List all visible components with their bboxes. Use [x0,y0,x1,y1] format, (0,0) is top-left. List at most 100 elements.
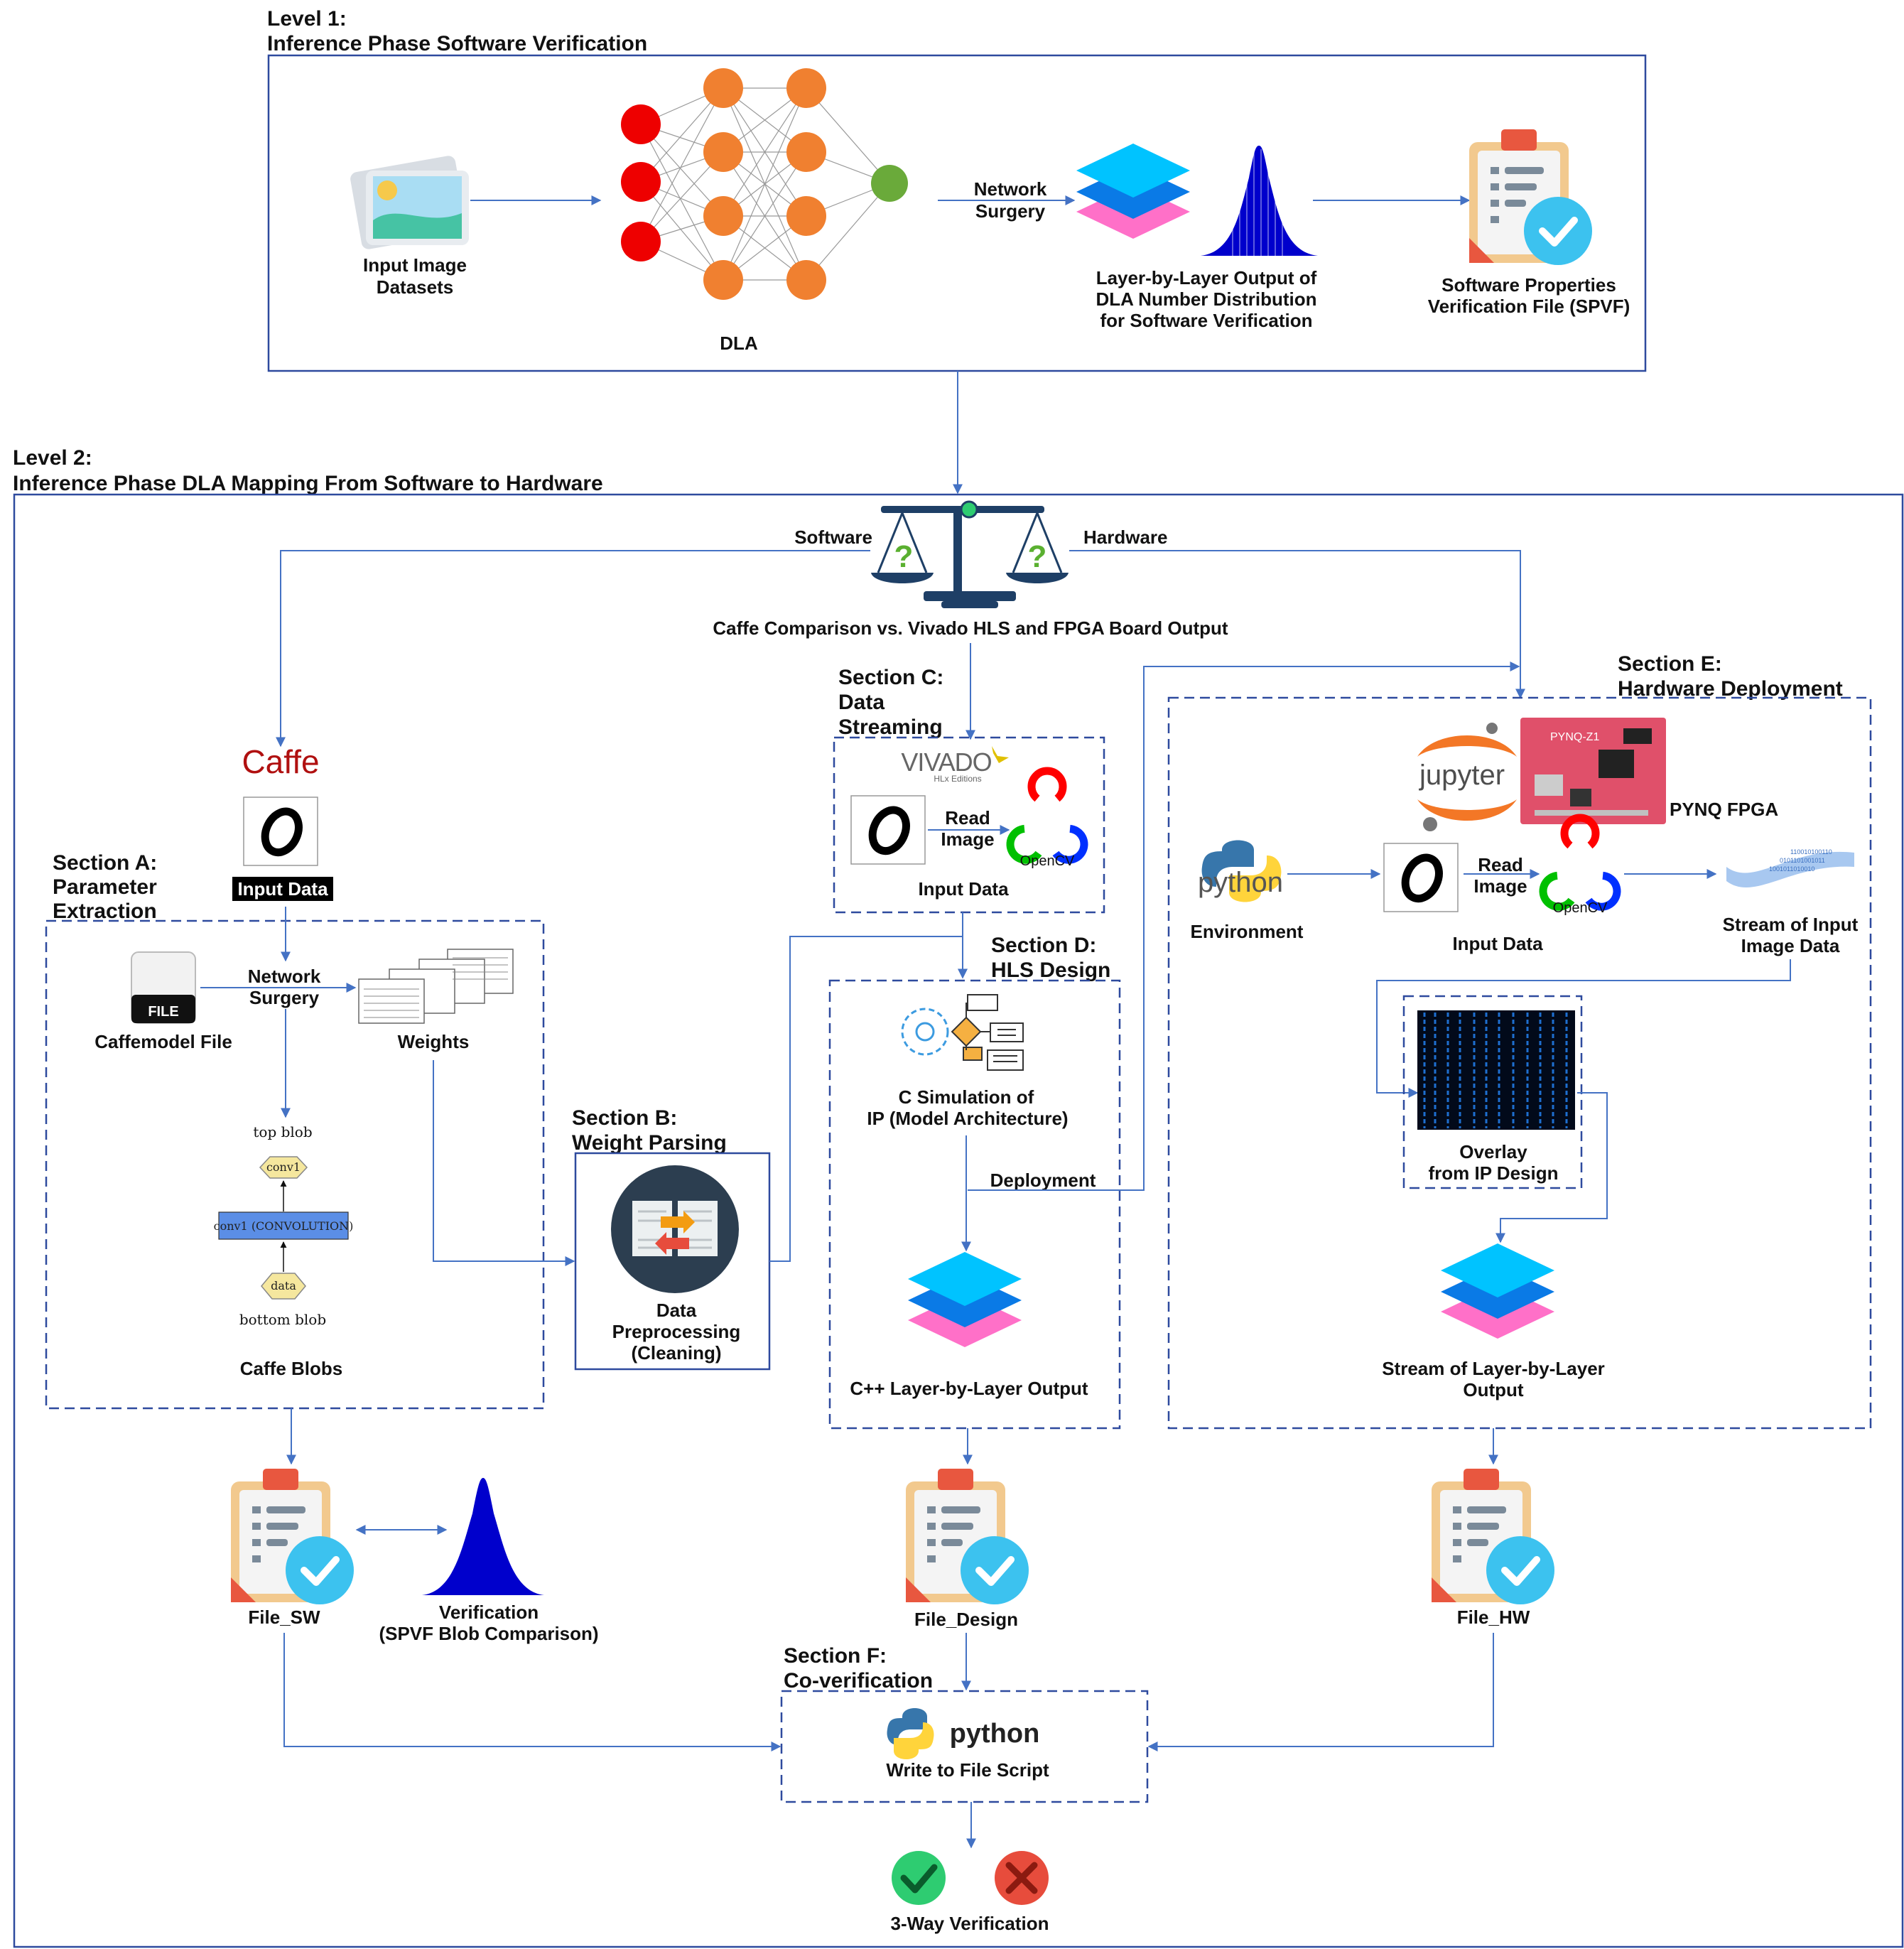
svg-text:0101101001011: 0101101001011 [1780,857,1825,864]
input-image-label-2: Datasets [377,276,453,298]
sectionF-python-icon [887,1708,934,1759]
stream-input-label-2: Image Data [1741,935,1840,956]
csim-label-1: C Simulation of [899,1086,1034,1108]
sectionE-opencv-label: OpenCV [1553,900,1608,916]
vivado-sub-label: HLx Editions [934,774,981,784]
software-label: Software [794,527,872,548]
file-hw-clipboard-icon [1432,1469,1554,1604]
arrow-stream-to-overlay [1376,959,1791,1098]
verification-label-2: (SPVF Blob Comparison) [379,1623,598,1644]
spvf-clipboard-icon [1469,129,1592,265]
hw-output-label-1: Stream of Layer-by-Layer [1382,1358,1605,1379]
comparison-label: Caffe Comparison vs. Vivado HLS and FPGA… [713,617,1228,639]
conv1-node-label: conv1 [266,1160,301,1174]
spvf-label-1: Software Properties [1441,274,1616,296]
sectionF-python-text: python [950,1719,1040,1749]
svg-text:110010100110: 110010100110 [1790,848,1832,855]
sectionA-title-line2: Parameter [53,875,157,899]
layers-icon [1076,144,1190,239]
sectionF-title-line2: Co-verification [784,1669,933,1692]
check-icon [892,1851,946,1905]
sectionE-read-label-2: Image [1473,875,1527,897]
spvf-label-2: Verification File (SPVF) [1428,296,1630,317]
overlay-label-1: Overlay [1459,1141,1527,1162]
weights-label: Weights [398,1031,470,1052]
c-simulation-icon [901,994,1024,1071]
arrow-software-to-caffe [276,550,870,747]
level2-title-line1: Level 2: [13,446,92,470]
sectionB-label-1: Data [656,1300,697,1321]
dla-label: DLA [720,333,758,354]
overlay-label-2: from IP Design [1428,1162,1558,1184]
dla-network-icon [621,68,908,300]
file-icon-text: FILE [148,1004,178,1020]
jupyter-logo-icon: jupyter [1417,723,1517,831]
bottom-blob-label: bottom blob [239,1311,326,1328]
svg-text:1001011010010: 1001011010010 [1769,865,1814,873]
pynq-board-icon: PYNQ-Z1 [1520,718,1666,824]
verification-histogram-icon [422,1478,544,1595]
sectionE-opencv-icon [1537,818,1623,912]
pynq-fpga-label: PYNQ FPGA [1670,799,1778,820]
board-label-text: PYNQ-Z1 [1550,731,1599,743]
input-data-highlight [232,877,333,901]
arrow-file-hw-to-sectionF [1147,1633,1494,1751]
sectionA-surgery-label-1: Network [248,966,321,987]
level2-title-line2: Inference Phase DLA Mapping From Softwar… [13,472,603,495]
data-preprocessing-icon [611,1165,739,1293]
l1-surgery-label-2: Surgery [975,200,1046,222]
cpp-layers-icon [908,1252,1022,1347]
data-blob-node [261,1273,306,1300]
file-sw-clipboard-icon [231,1469,354,1604]
distribution-label-3: for Software Verification [1100,310,1312,331]
sectionA-input-data-label: Input Data [237,878,328,900]
arrow-weights-to-sectionB [433,1060,575,1266]
level2-box [13,493,1904,1948]
sectionD-title-line2: HLS Design [991,959,1110,982]
sectionF-box [780,1690,1149,1803]
cross-icon [995,1851,1049,1905]
arrow-overlay-to-output [1495,1092,1608,1243]
sectionC-title-line3: Streaming [838,716,943,739]
sectionB-title-line2: Weight Parsing [572,1131,727,1155]
data-stream-icon: 110010100110 0101101001011 1001011010010 [1726,848,1854,888]
sectionC-input-data-label: Input Data [918,878,1009,900]
python-logo-text: python [1198,867,1283,898]
sectionF-title-line1: Section F: [784,1644,887,1668]
stream-input-label-1: Stream of Input [1723,914,1859,935]
overlay-matrix-image [1417,1010,1575,1130]
sectionD-box [828,979,1121,1430]
jupyter-text: jupyter [1419,760,1505,791]
sectionE-read-label-1: Read [1478,854,1523,875]
caffe-logo: Caffe [242,743,319,780]
write-script-label: Write to File Script [886,1759,1049,1781]
sectionC-input-digit-image [851,796,925,864]
three-way-verification-label: 3-Way Verification [891,1913,1049,1934]
sectionC-opencv-label: OpenCV [1020,853,1075,869]
sectionE-title-line2: Hardware Deployment [1618,677,1843,701]
sectionB-title-line1: Section B: [572,1106,677,1130]
distribution-label-2: DLA Number Distribution [1096,288,1316,310]
arrow-file-sw-to-sectionF [283,1633,781,1751]
sectionA-title-line3: Extraction [53,900,157,923]
conv1-blob-node [259,1156,308,1179]
python-logo-icon: python [1198,840,1283,902]
balance-scale-icon: ? ? [871,500,1069,608]
cpp-output-label: C++ Layer-by-Layer Output [850,1378,1088,1399]
top-blob-label: top blob [253,1123,312,1140]
sectionC-read-label-2: Image [941,828,994,850]
sectionB-label-3: (Cleaning) [631,1342,721,1364]
file-hw-label: File_HW [1457,1607,1530,1628]
scale-question-left: ? [894,539,914,574]
sectionC-box [833,736,1105,914]
vivado-logo: VIVADO [901,747,991,777]
verification-label-1: Verification [439,1602,539,1623]
vivado-star-icon [992,746,1009,763]
hardware-label: Hardware [1083,527,1168,548]
sectionC-read-label-1: Read [945,807,990,828]
distribution-label-1: Layer-by-Layer Output of [1096,267,1317,288]
level1-title-line1: Level 1: [267,7,347,31]
sectionE-input-digit-image [1384,843,1458,912]
sectionB-label-2: Preprocessing [612,1321,741,1342]
